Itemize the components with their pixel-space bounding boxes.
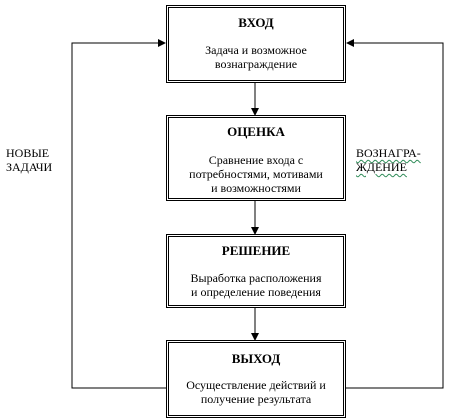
input-box-text-line: вознаграждение bbox=[214, 57, 298, 71]
feedback-loop-reward bbox=[346, 39, 444, 389]
output-box-text-line: получение результата bbox=[200, 392, 312, 406]
decision-box-text-line: Выработка расположения bbox=[190, 271, 322, 285]
feedback-loop-new-tasks bbox=[71, 39, 166, 389]
evaluation-box-text-line: потребностями, мотивами bbox=[189, 167, 323, 181]
new-tasks-label-line: ЗАДАЧИ bbox=[6, 160, 53, 174]
evaluation-box-text-line: и возможностями bbox=[211, 181, 301, 195]
decision-box: РЕШЕНИЕ Выработка расположения и определ… bbox=[166, 234, 346, 308]
reward-label-line: ВОЗНАГРА- bbox=[356, 146, 421, 160]
input-box: ВХОД Задача и возможное вознаграждение bbox=[166, 5, 346, 83]
decision-box-text: Выработка расположения и определение пов… bbox=[169, 271, 343, 299]
reward-label: ВОЗНАГРА- ЖДЕНИЕ bbox=[356, 146, 421, 174]
decision-box-text-line: и определение поведения bbox=[191, 285, 321, 299]
new-tasks-label-line: НОВЫЕ bbox=[6, 146, 50, 160]
evaluation-box-text: Сравнение входа с потребностями, мотивам… bbox=[169, 153, 343, 195]
output-box: ВЫХОД Осуществление действий и получение… bbox=[166, 340, 346, 418]
new-tasks-label: НОВЫЕ ЗАДАЧИ bbox=[6, 146, 52, 174]
reward-label-line: ЖДЕНИЕ bbox=[356, 160, 407, 174]
input-box-text-line: Задача и возможное bbox=[205, 43, 307, 57]
output-box-text: Осуществление действий и получение резул… bbox=[169, 378, 343, 406]
evaluation-box: ОЦЕНКА Сравнение входа с потребностями, … bbox=[166, 115, 346, 201]
evaluation-box-title: ОЦЕНКА bbox=[227, 124, 285, 139]
evaluation-box-text-line: Сравнение входа с bbox=[208, 153, 304, 167]
output-box-title: ВЫХОД bbox=[231, 351, 281, 366]
decision-box-title: РЕШЕНИЕ bbox=[221, 243, 291, 258]
input-box-title: ВХОД bbox=[238, 15, 274, 30]
input-box-text: Задача и возможное вознаграждение bbox=[169, 43, 343, 71]
output-box-text-line: Осуществление действий и bbox=[186, 378, 326, 392]
